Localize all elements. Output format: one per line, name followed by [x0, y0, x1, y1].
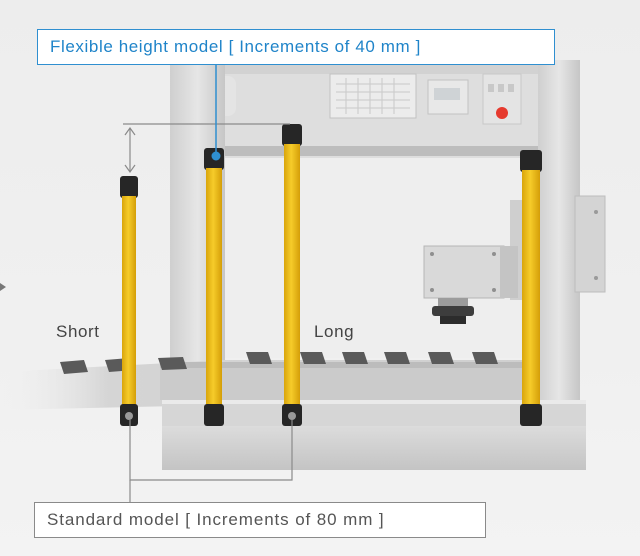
standard-leader — [129, 420, 293, 502]
long-label: Long — [314, 322, 355, 341]
light-curtain-short — [120, 176, 138, 426]
machine-base — [162, 400, 586, 470]
light-curtain-long — [282, 124, 302, 426]
flexible-model-callout: Flexible height model [ Increments of 40… — [37, 29, 555, 65]
side-bracket — [574, 195, 606, 293]
emergency-stop-icon — [496, 107, 508, 119]
standard-model-callout: Standard model [ Increments of 80 mm ] — [34, 502, 486, 538]
machine-frame — [170, 60, 580, 358]
robot-tool — [423, 200, 524, 324]
short-label: Short — [56, 322, 100, 341]
flexible-leader — [211, 64, 221, 161]
left-edge-arrow-icon — [0, 283, 6, 291]
right-post — [538, 60, 580, 420]
standard-model-label: Standard model [ Increments of 80 mm ] — [47, 510, 385, 529]
flexible-model-label: Flexible height model [ Increments of 40… — [50, 37, 421, 56]
height-difference-marker — [123, 123, 290, 174]
light-curtain-flexible — [204, 148, 224, 426]
light-curtain-right — [520, 150, 542, 426]
